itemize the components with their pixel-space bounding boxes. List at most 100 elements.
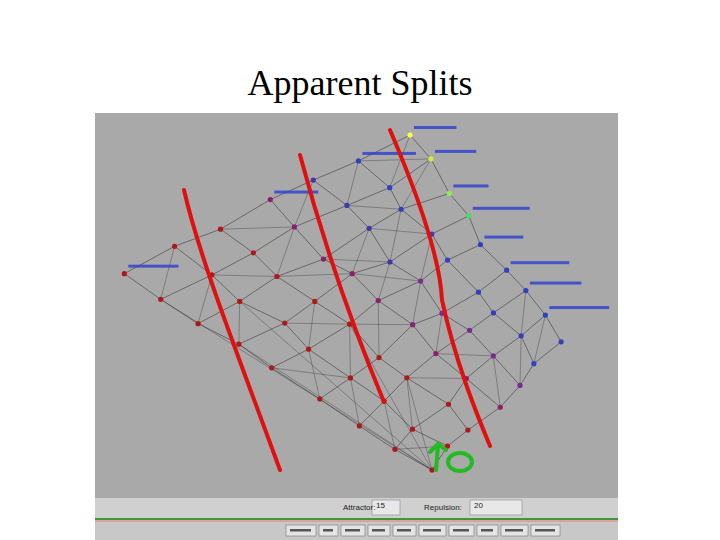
graph-node xyxy=(367,226,372,231)
toolbar-button xyxy=(501,525,528,536)
toolbar-button xyxy=(449,525,474,536)
graph-edge xyxy=(240,301,285,323)
graph-node xyxy=(376,355,381,360)
node-caption-scribble xyxy=(484,236,523,239)
graph-node xyxy=(122,271,127,276)
button-caption-scribble xyxy=(290,529,311,532)
graph-edge xyxy=(347,161,359,205)
graph-edge xyxy=(466,356,493,379)
toolbar-button xyxy=(419,525,446,536)
split-line xyxy=(390,130,490,446)
graph-node xyxy=(237,299,242,304)
graph-edge xyxy=(221,200,271,230)
graph-edge xyxy=(384,378,407,401)
button-caption-scribble xyxy=(397,529,411,532)
graph-edge xyxy=(277,227,294,277)
graph-edge xyxy=(277,259,324,276)
button-caption-scribble xyxy=(505,529,523,532)
graph-node xyxy=(531,361,536,366)
graph-node xyxy=(504,268,509,273)
node-caption-scribble xyxy=(530,282,582,285)
graph-edge xyxy=(521,315,545,336)
split-marks xyxy=(184,130,490,470)
button-caption-scribble xyxy=(453,529,469,532)
control-panel xyxy=(95,498,618,518)
graph-node xyxy=(376,298,381,303)
graph-edge xyxy=(390,234,432,262)
green-arrow xyxy=(430,444,446,470)
graph-node xyxy=(356,158,361,163)
graph-edge xyxy=(212,253,254,275)
slider-box xyxy=(470,500,522,515)
graph-edge xyxy=(277,276,315,301)
graph-node xyxy=(429,467,434,472)
toolbar-button xyxy=(341,525,365,536)
graph-edge xyxy=(309,301,315,349)
graph-node xyxy=(392,447,397,452)
graph-edge xyxy=(369,228,390,262)
graph-edge xyxy=(520,336,521,386)
graph-edge xyxy=(309,349,351,378)
green-mark xyxy=(430,444,472,471)
graph-edge xyxy=(272,368,320,399)
graph-edge xyxy=(447,245,480,260)
graph-edge xyxy=(378,301,380,358)
toolbar-button xyxy=(393,525,416,536)
graph-node xyxy=(399,207,404,212)
graph-edge xyxy=(277,274,352,277)
button-caption-scribble xyxy=(423,529,441,532)
graph-edge xyxy=(238,301,240,344)
bar-line xyxy=(95,521,618,522)
graph-edge xyxy=(285,301,315,323)
button-caption-scribble xyxy=(535,529,555,532)
graph-edge xyxy=(493,356,520,386)
graph-edge xyxy=(347,188,390,206)
graph-edge xyxy=(493,313,521,336)
graph-edge xyxy=(350,378,359,426)
graph-edge xyxy=(470,330,494,356)
node-caption-scribble xyxy=(453,184,488,187)
graph-edge xyxy=(309,349,320,399)
node-caption-scribble xyxy=(473,207,530,210)
graph-edge xyxy=(240,301,432,470)
graph-edge xyxy=(395,449,432,470)
control-label: 20 xyxy=(474,501,483,510)
graph-edge xyxy=(448,430,468,446)
graph-edge xyxy=(378,262,390,301)
graph-node xyxy=(404,375,409,380)
graph-edge xyxy=(378,281,420,301)
graph-edge xyxy=(412,429,447,446)
toolbar-button xyxy=(319,525,338,536)
graph-edge xyxy=(470,313,494,330)
graph-edge xyxy=(349,324,351,378)
button-caption-scribble xyxy=(323,529,333,532)
control-label: 15 xyxy=(376,501,385,510)
bar-line xyxy=(95,518,618,520)
graph-edge xyxy=(493,336,521,356)
graph-edge xyxy=(161,275,212,299)
graph-edge xyxy=(442,292,479,313)
graph-edge xyxy=(407,354,436,378)
graph-edge xyxy=(253,227,294,253)
graph-edge xyxy=(520,364,534,386)
graph-edge xyxy=(212,275,277,277)
graph-edge xyxy=(521,336,534,364)
graph-node xyxy=(407,132,412,137)
node-caption-scribble xyxy=(414,126,456,129)
graph-edge xyxy=(315,274,352,302)
graph-edge xyxy=(221,227,295,229)
graph-edge xyxy=(469,216,481,245)
graph-edge xyxy=(358,161,389,188)
graph-edge xyxy=(410,135,431,159)
graph-edge xyxy=(347,205,401,209)
graph-edge xyxy=(309,324,350,349)
graph-edge xyxy=(240,276,277,301)
graph-node xyxy=(172,244,177,249)
graph-edge xyxy=(285,323,309,349)
slider-box xyxy=(372,500,400,515)
lattice-graph xyxy=(122,126,609,473)
graph-node xyxy=(465,427,470,432)
graph-node xyxy=(478,242,483,247)
split-line xyxy=(184,190,280,470)
graph-edge xyxy=(347,205,369,228)
